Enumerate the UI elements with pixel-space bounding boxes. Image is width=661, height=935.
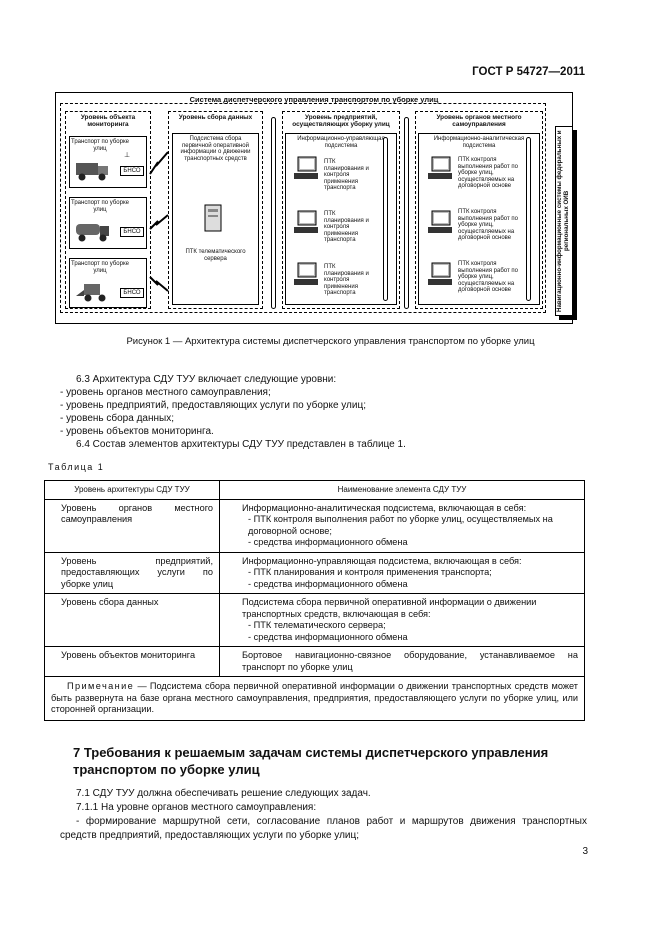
cell-line: Информационно-аналитическая подсистема, … (242, 502, 527, 513)
ptk-control-label-2: ПТК контроля выполнения работ по уборке … (458, 209, 519, 242)
figure-title: Система диспетчерского управления трансп… (189, 95, 439, 104)
section-6-4: 6.4 Состав элементов архитектуры СДУ ТУУ… (76, 439, 406, 450)
table-header-element: Наименование элемента СДУ ТУУ (219, 480, 585, 500)
workstation-icon (294, 262, 318, 285)
vehicle-label-3: Транспорт по уборке улиц (71, 261, 129, 274)
bnso-box-1 (120, 166, 144, 176)
local-authorities-level-title: Уровень органов местного самоуправления (436, 114, 522, 128)
section-7-1: 7.1 СДУ ТУУ должна обеспечивать решение … (76, 788, 371, 799)
section-7-1-1-item: - формирование маршрутной сети, согласов… (60, 816, 587, 841)
page-number: 3 (582, 846, 588, 857)
table-cell-elements: Бортовое навигационно-связное оборудован… (219, 646, 585, 677)
bnso-label-1: БНСО (123, 168, 141, 174)
ptk-control-label-3: ПТК контроля выполнения работ по уборке … (458, 261, 519, 294)
cell-line: Подсистема сбора первичной оперативной и… (242, 597, 537, 619)
enterprises-level-title: Уровень предприятий, осуществляющих убор… (292, 114, 390, 128)
ptk-planning-label-1: ПТК планирования и контроля применения т… (324, 159, 369, 192)
cell-line: - средства информационного обмена (248, 631, 408, 642)
sweeper-truck-icon (76, 163, 108, 181)
workstation-icon (294, 210, 318, 233)
server-icon (204, 204, 222, 232)
note-label: Примечание (67, 681, 135, 691)
enterprise-bus (383, 137, 388, 301)
communication-bus (271, 117, 276, 309)
table-note: Примечание — Подсистема сбора первичной … (44, 676, 585, 721)
bnso-box-3 (120, 288, 144, 298)
enterprises-level (282, 111, 400, 309)
side-system-label: Навигационно-информационные системы феде… (556, 130, 570, 312)
data-collection-level (168, 111, 263, 309)
level-list-item: - уровень объектов мониторинга. (60, 426, 214, 437)
local-authorities-level (415, 111, 543, 309)
table-cell-elements: Подсистема сбора первичной оперативной и… (219, 593, 585, 647)
document-header: ГОСТ Р 54727—2011 (472, 66, 585, 78)
level-list-item: - уровень сбора данных; (60, 413, 174, 424)
table-header-row: Уровень архитектуры СДУ ТУУ Наименование… (44, 480, 585, 500)
antenna-icon: ⊥ (123, 152, 131, 159)
note-text: — Подсистема сбора первичной оперативной… (51, 681, 578, 714)
workstation-icon (428, 262, 452, 285)
info-control-subsystem-label: Информационно-управляющая подсистема (297, 136, 385, 149)
level-list-item: - уровень предприятий, предоставляющих у… (60, 400, 366, 411)
loader-icon (76, 284, 106, 302)
figure-caption: Рисунок 1 — Архитектура системы диспетче… (126, 336, 535, 347)
section-7-1-1: 7.1.1 На уровне органов местного самоупр… (76, 802, 317, 813)
data-collection-level-title: Уровень сбора данных (178, 114, 253, 121)
table-row: Уровень предприятий, предоставляющих усл… (44, 551, 585, 594)
bnso-label-2: БНСО (123, 229, 141, 235)
table-label: Таблица 1 (48, 462, 105, 472)
side-system-box (555, 126, 573, 316)
collection-subsystem-label: Подсистема сбора первичной оперативной и… (180, 136, 251, 162)
table-cell-level: Уровень сбора данных (44, 593, 220, 647)
table-row: Уровень органов местного самоуправления … (44, 498, 585, 553)
table-cell-level: Уровень объектов мониторинга (44, 646, 220, 677)
level-list-item: - уровень органов местного самоуправлени… (60, 387, 271, 398)
vehicle-label-1: Транспорт по уборке улиц (71, 139, 129, 152)
ptk-planning-label-2: ПТК планирования и контроля применения т… (324, 211, 369, 244)
table-cell-level: Уровень органов местного самоуправления (44, 498, 220, 553)
cell-line: - ПТК контроля выполнения работ по уборк… (248, 514, 553, 536)
monitoring-level-title: Уровень объекта мониторинга (80, 114, 136, 128)
bnso-label-3: БНСО (123, 290, 141, 296)
table-cell-elements: Информационно-аналитическая подсистема, … (219, 498, 585, 553)
vehicle-box-3 (69, 258, 147, 308)
info-analytic-subsystem-label: Информационно-аналитическая подсистема (433, 136, 525, 149)
workstation-icon (294, 156, 318, 179)
telematics-server-label: ПТК телематического сервера (185, 249, 246, 262)
table-note-row: Примечание — Подсистема сбора первичной … (44, 676, 585, 721)
cell-line: - средства информационного обмена (248, 578, 408, 589)
architecture-table: Уровень архитектуры СДУ ТУУ Наименование… (44, 480, 585, 721)
table-row: Уровень сбора данных Подсистема сбора пе… (44, 593, 585, 647)
architecture-figure: Система диспетчерского управления трансп… (55, 92, 573, 324)
wireless-link-icon (149, 151, 169, 175)
cell-line: - средства информационного обмена (248, 537, 408, 547)
authority-bus (526, 137, 531, 301)
section-6-3-intro: 6.3 Архитектура СДУ ТУУ включает следующ… (76, 374, 337, 385)
cell-line: - ПТК планирования и контроля применения… (248, 567, 492, 577)
ptk-planning-label-3: ПТК планирования и контроля применения т… (324, 264, 369, 297)
wireless-link-icon (149, 214, 169, 230)
vehicle-label-2: Транспорт по уборке улиц (71, 200, 129, 213)
water-truck-icon (76, 224, 109, 242)
communication-bus (404, 117, 409, 309)
ptk-control-label-1: ПТК контроля выполнения работ по уборке … (458, 157, 519, 190)
table-cell-elements: Информационно-управляющая подсистема, вк… (219, 551, 585, 594)
workstation-icon (428, 210, 452, 233)
cell-line: Информационно-управляющая подсистема, вк… (242, 555, 522, 566)
table-header-level: Уровень архитектуры СДУ ТУУ (44, 480, 220, 500)
cell-line: - ПТК телематического сервера; (248, 620, 386, 630)
wireless-link-icon (149, 276, 169, 292)
cell-line: Бортовое навигационно-связное оборудован… (242, 650, 578, 672)
workstation-icon (428, 156, 452, 179)
section-7-title: 7 Требования к решаемым задачам системы … (73, 745, 549, 777)
table-row: Уровень объектов мониторинга Бортовое на… (44, 646, 585, 677)
monitoring-level (65, 111, 151, 309)
system-boundary (60, 103, 546, 313)
bnso-box-2 (120, 227, 144, 237)
table-cell-level: Уровень предприятий, предоставляющих усл… (44, 551, 220, 594)
